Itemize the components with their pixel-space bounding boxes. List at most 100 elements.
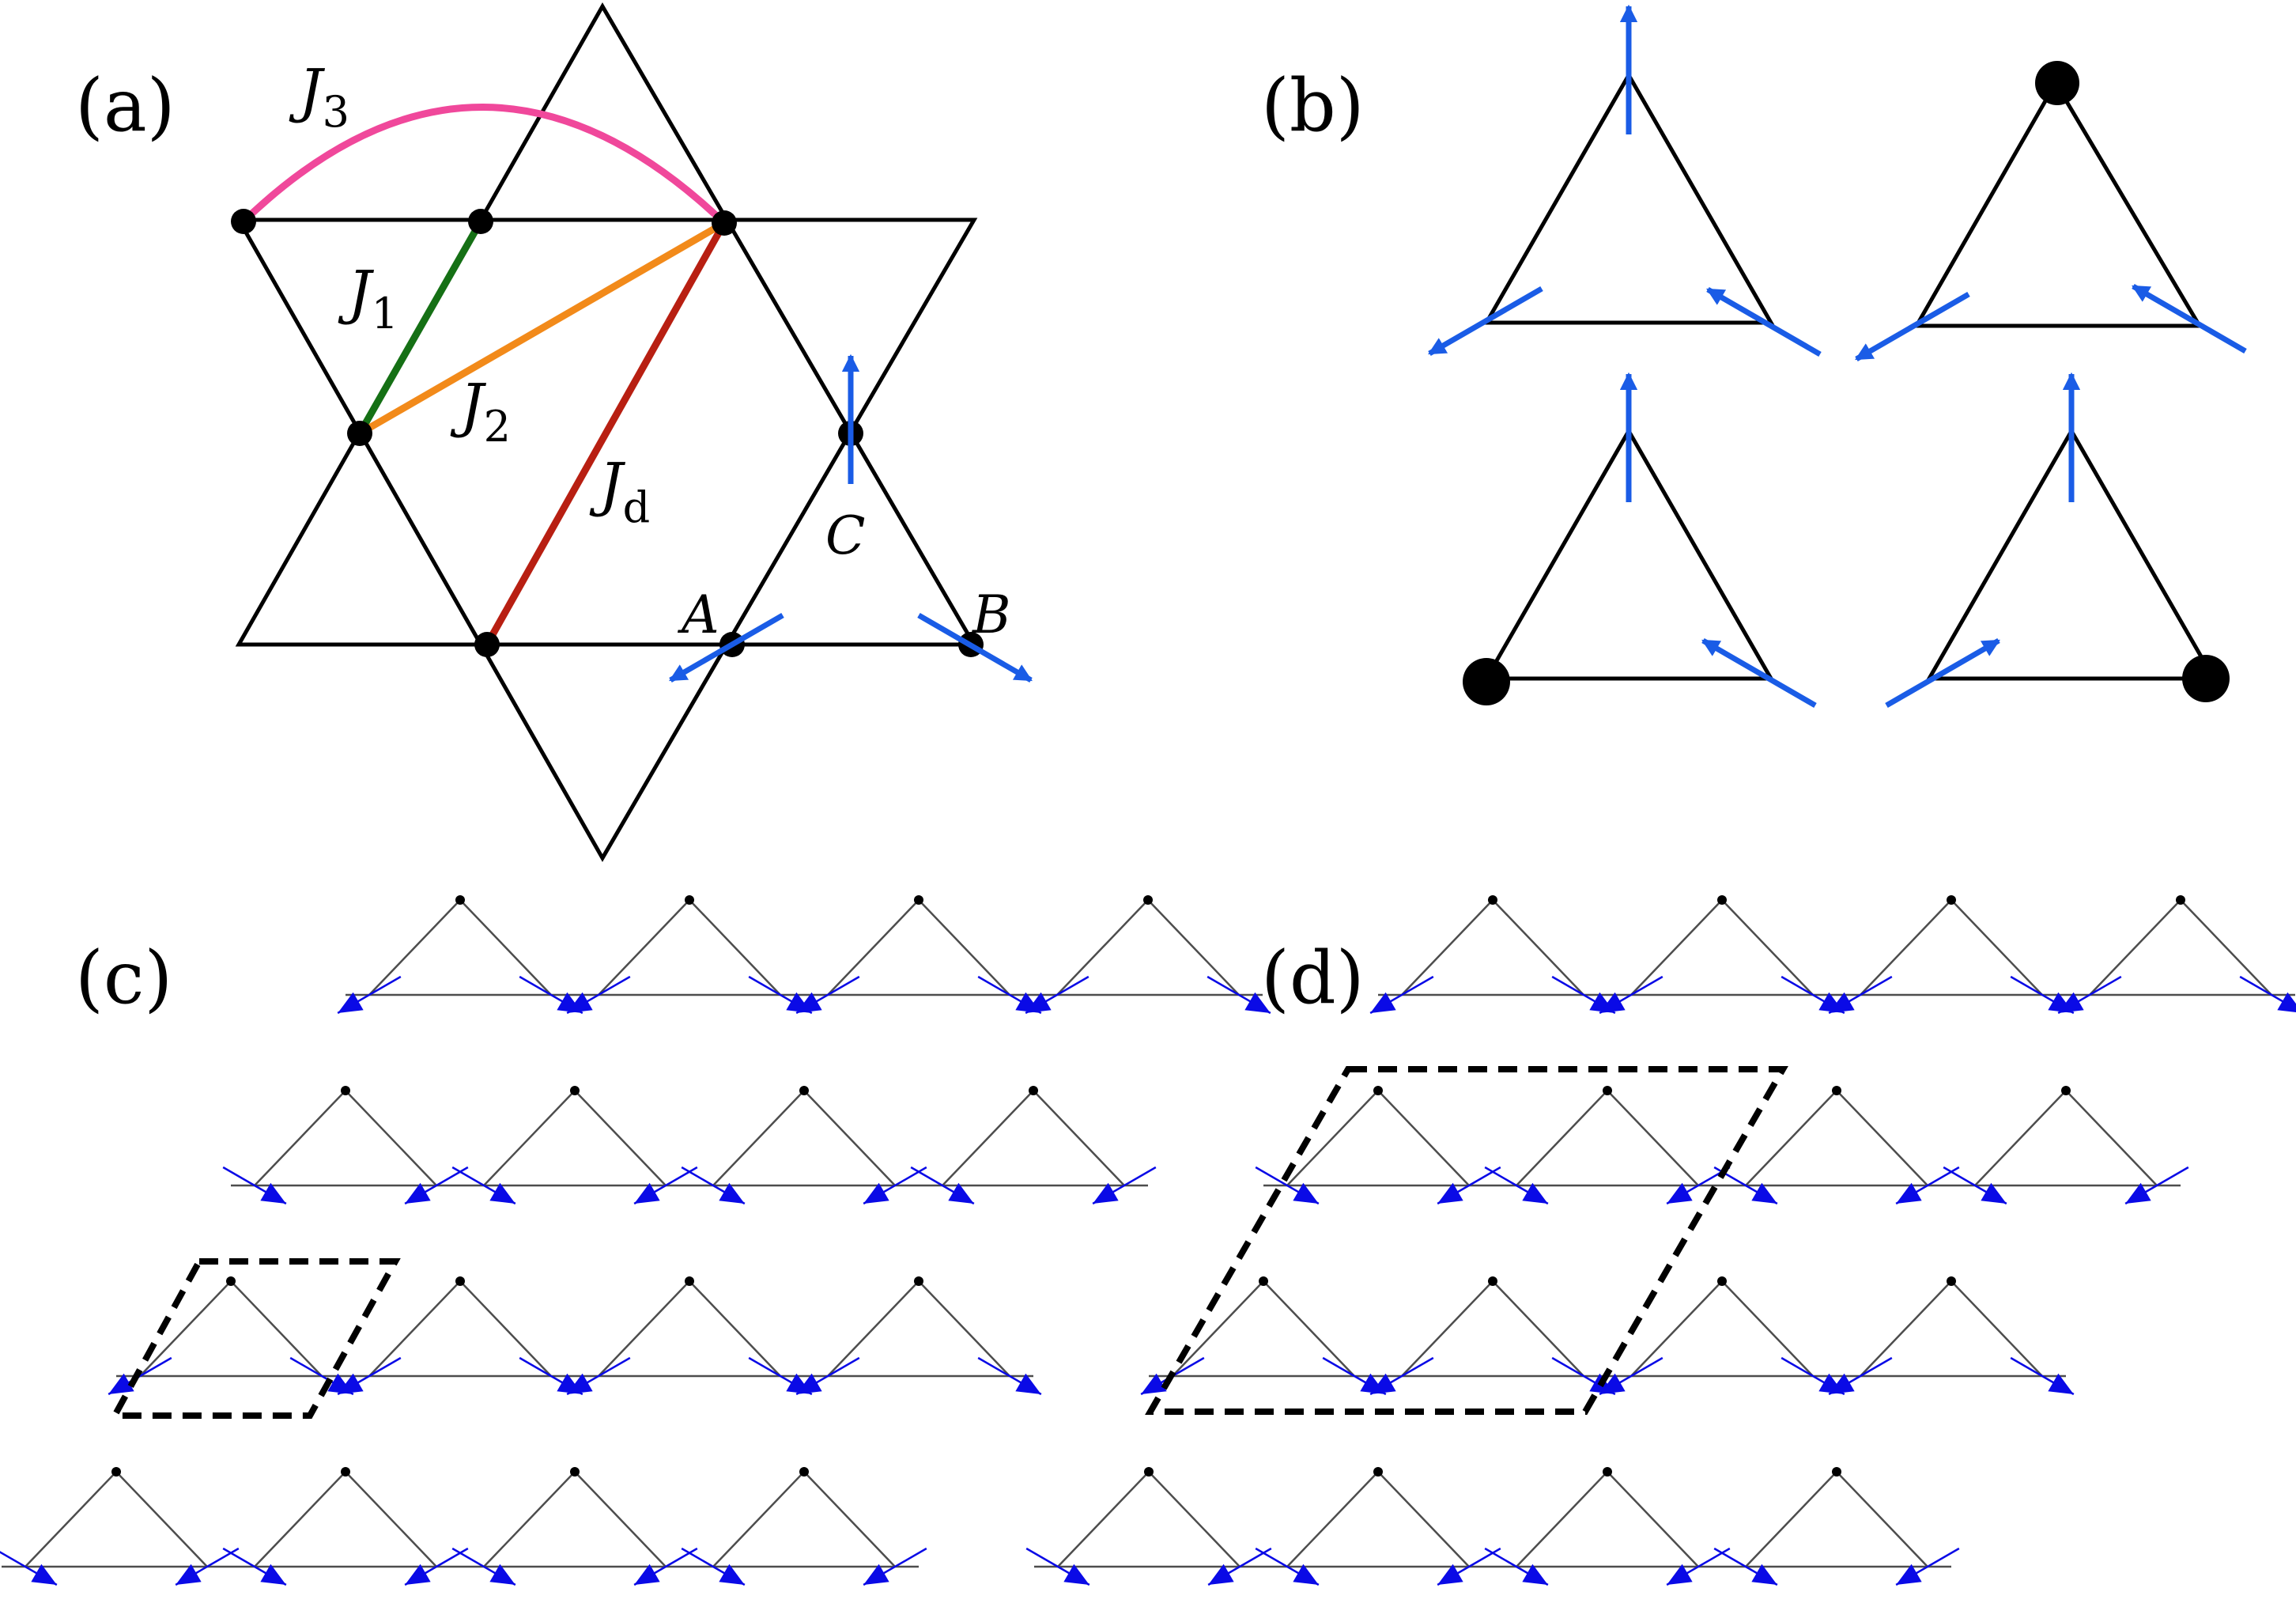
site-dot bbox=[231, 209, 256, 234]
spin-arrowhead bbox=[796, 1373, 822, 1394]
j2-bond bbox=[357, 220, 727, 437]
site-dot bbox=[1947, 1276, 1956, 1286]
site-dot bbox=[455, 895, 465, 905]
jd-bond bbox=[484, 221, 727, 647]
site-dot bbox=[2061, 1086, 2071, 1095]
j1-bond bbox=[357, 219, 484, 436]
spin-arrowhead bbox=[489, 1182, 515, 1204]
spin-arrowhead bbox=[567, 1373, 593, 1394]
lattice-bond bbox=[1745, 1470, 1928, 1567]
lattice-bond bbox=[1630, 1280, 1814, 1377]
lattice-bond bbox=[25, 1470, 208, 1567]
triangle bbox=[1925, 426, 2218, 681]
panel-c: (c) bbox=[0, 895, 1271, 1586]
spin-arrowhead bbox=[1751, 1182, 1777, 1204]
triangle bbox=[1482, 426, 1775, 681]
site-dot bbox=[685, 895, 694, 905]
j2-label: J2 bbox=[450, 372, 511, 452]
site-dot bbox=[1143, 895, 1153, 905]
lattice-bond bbox=[2089, 898, 2272, 996]
spin-arrowhead bbox=[1015, 1373, 1041, 1394]
site-dot bbox=[455, 1276, 465, 1286]
spin-arrowhead bbox=[405, 1564, 431, 1585]
site-label-a: A bbox=[677, 584, 719, 645]
site-label-c: C bbox=[825, 505, 866, 566]
site-dot bbox=[2176, 895, 2185, 905]
spin-arrowhead bbox=[1522, 1564, 1548, 1585]
spin-arrowhead bbox=[31, 1564, 57, 1585]
lattice-bond bbox=[1745, 1089, 1928, 1186]
site-dot bbox=[914, 1276, 923, 1286]
spin-arrowhead bbox=[567, 992, 593, 1013]
lattice-bond bbox=[598, 898, 781, 996]
panel-d: (d) bbox=[1025, 895, 2296, 1586]
spin-arrowhead bbox=[2048, 1373, 2074, 1394]
spin-arrowhead bbox=[863, 1182, 889, 1204]
panel-label-a: (a) bbox=[75, 63, 176, 148]
spin-arrowhead bbox=[1896, 1564, 1922, 1585]
lattice-bond bbox=[598, 1280, 781, 1377]
spin-arrows-c bbox=[0, 975, 1271, 1586]
panel-label-d: (d) bbox=[1261, 936, 1365, 1020]
site-dot bbox=[1603, 1467, 1612, 1477]
lattice-bond bbox=[827, 1280, 1010, 1377]
spin-arrowhead bbox=[489, 1564, 515, 1585]
lattice-bond bbox=[1516, 1089, 1699, 1186]
spin-arrow bbox=[1428, 285, 1543, 357]
spin-arrowhead bbox=[338, 992, 364, 1013]
spin-arrowhead bbox=[1896, 1182, 1922, 1204]
panel-b: (b) bbox=[1261, 4, 2247, 709]
spin-arrowhead bbox=[2125, 1182, 2151, 1204]
j3-bond bbox=[240, 104, 727, 226]
lattice-bond bbox=[1860, 898, 2043, 996]
lattice-bond bbox=[254, 1470, 437, 1567]
site-dot bbox=[1603, 1086, 1612, 1095]
lattice-bond bbox=[1286, 1089, 1470, 1186]
panel-label-c: (c) bbox=[75, 936, 172, 1020]
site-dot bbox=[347, 421, 372, 446]
spin-arrowhead bbox=[2058, 992, 2084, 1013]
site-dot bbox=[914, 895, 923, 905]
site-dot bbox=[1832, 1086, 1841, 1095]
site-dot bbox=[2035, 61, 2079, 105]
spin-arrowhead bbox=[1829, 992, 1855, 1013]
spin-arrowhead bbox=[1093, 1182, 1119, 1204]
spin-arrow-a bbox=[669, 612, 784, 683]
site-dot bbox=[1832, 1467, 1841, 1477]
triangle bbox=[1482, 70, 1775, 325]
spin-arrowhead bbox=[2277, 992, 2296, 1012]
site-dot bbox=[685, 1276, 694, 1286]
site-dot bbox=[570, 1467, 580, 1477]
spin-arrow-b bbox=[917, 612, 1033, 683]
lattice-bond bbox=[1516, 1470, 1699, 1567]
kagome-lattice-c bbox=[2, 895, 1263, 1568]
j3-label: J3 bbox=[289, 57, 349, 137]
spin-arrowhead bbox=[1293, 1564, 1319, 1585]
spin-arrowhead bbox=[1437, 1182, 1463, 1204]
lattice-bond bbox=[942, 1089, 1125, 1186]
spin-arrowhead bbox=[1829, 1373, 1855, 1394]
site-dot bbox=[1029, 1086, 1038, 1095]
spin-arrowhead bbox=[634, 1564, 660, 1585]
lattice-bond bbox=[1630, 898, 1814, 996]
spin-arrowhead bbox=[260, 1564, 286, 1585]
spin-arrowhead bbox=[1141, 1373, 1167, 1394]
spin-arrowhead bbox=[1063, 1564, 1089, 1585]
lattice-bond bbox=[254, 1089, 437, 1186]
spin-arrow bbox=[2132, 283, 2247, 354]
spin-arrows-d bbox=[1025, 975, 2296, 1586]
lattice-bond bbox=[1057, 1470, 1241, 1567]
kagome-lattice-d bbox=[1034, 895, 2295, 1568]
spin-arrow bbox=[1885, 637, 2000, 709]
lattice-bond bbox=[1401, 898, 1584, 996]
site-dot bbox=[468, 209, 493, 234]
lattice-bond bbox=[1860, 1280, 2043, 1377]
spin-arrowhead bbox=[719, 1564, 745, 1585]
spin-arrowhead bbox=[1208, 1564, 1234, 1585]
panel-label-b: (b) bbox=[1261, 63, 1365, 148]
site-dot bbox=[799, 1086, 809, 1095]
site-dot bbox=[1947, 895, 1956, 905]
lattice-bond bbox=[483, 1470, 667, 1567]
spin-arrowhead bbox=[1981, 1182, 2007, 1204]
